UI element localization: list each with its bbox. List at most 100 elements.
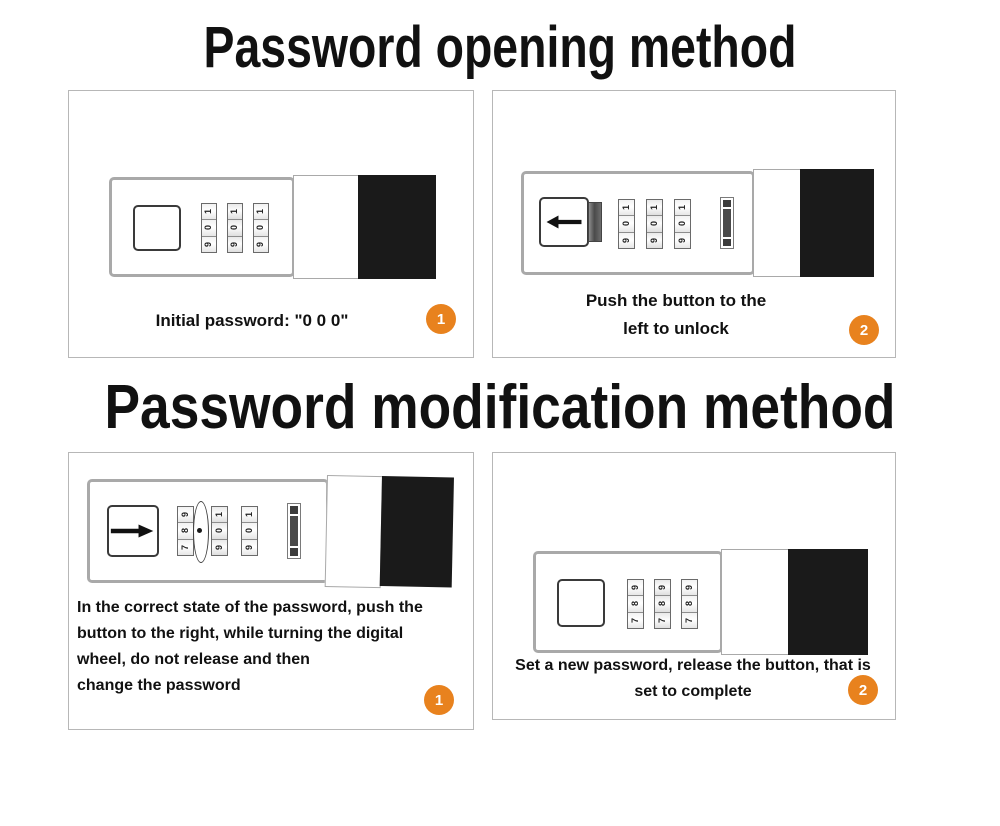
dial-cell: 1 bbox=[647, 200, 662, 217]
section-heading-password-opening: Password opening method bbox=[203, 15, 797, 80]
lock-black-tip bbox=[788, 549, 868, 655]
dial-cell: 7 bbox=[628, 612, 643, 628]
dial-cell: 8 bbox=[682, 596, 697, 613]
panel-caption: Set a new password, release the button, … bbox=[503, 653, 883, 705]
slider-segment bbox=[290, 516, 298, 546]
dial-cell: 9 bbox=[628, 580, 643, 597]
dial-cell: 1 bbox=[202, 204, 216, 221]
digit-dial-3: 9 8 7 bbox=[681, 579, 698, 629]
lock-push-button bbox=[133, 205, 181, 251]
caption-line: wheel, do not release and then bbox=[77, 650, 310, 668]
dial-cell: 1 bbox=[254, 204, 268, 221]
arrow-right-icon bbox=[109, 507, 157, 555]
digit-dial-2: 1 0 9 bbox=[646, 199, 663, 249]
digit-dial-3: 1 0 9 bbox=[253, 203, 269, 253]
dial-cell: 7 bbox=[655, 612, 670, 628]
lock-black-tip bbox=[800, 169, 874, 277]
dial-cell: 9 bbox=[655, 580, 670, 597]
lock-push-button bbox=[539, 197, 589, 247]
digit-dial-3: 1 0 9 bbox=[241, 506, 258, 556]
slider-segment bbox=[723, 209, 731, 237]
lock-sliding-bar bbox=[293, 175, 359, 279]
lock-black-tip bbox=[358, 175, 436, 279]
dial-cell: 0 bbox=[647, 216, 662, 233]
dial-cell: 1 bbox=[675, 200, 690, 217]
dial-cell: 1 bbox=[212, 507, 227, 524]
lock-sliding-bar bbox=[324, 475, 383, 589]
dial-cell: 9 bbox=[202, 236, 216, 252]
dial-cell: 9 bbox=[682, 580, 697, 597]
arrow-left-icon bbox=[541, 199, 587, 245]
caption-line: change the password bbox=[77, 676, 241, 694]
lock-illustration-4: 9 8 7 9 8 7 9 8 7 bbox=[533, 549, 868, 655]
step-badge: 1 bbox=[424, 685, 454, 715]
caption-line: Initial password: "0 0 0" bbox=[155, 311, 349, 330]
dial-cell: 1 bbox=[242, 507, 257, 524]
digit-dial-2: 1 0 9 bbox=[211, 506, 228, 556]
panel-caption: Push the button to the left to unlock bbox=[511, 287, 841, 342]
lock-illustration-3: 9 8 7 1 0 9 1 0 9 bbox=[87, 475, 454, 589]
caption-line: button to the right, while turning the d… bbox=[77, 624, 404, 642]
lock-illustration-1: 1 0 9 1 0 9 1 0 9 bbox=[109, 175, 436, 279]
step-badge: 1 bbox=[426, 304, 456, 334]
section-heading-password-modification: Password modification method bbox=[104, 373, 896, 442]
lock-sliding-bar bbox=[753, 169, 801, 277]
button-side-tab bbox=[588, 202, 602, 242]
panel-opening-step-1: 1 0 9 1 0 9 1 0 9 Initial password: "0 0… bbox=[68, 90, 474, 358]
dial-cell: 0 bbox=[619, 216, 634, 233]
digit-dial-2: 1 0 9 bbox=[227, 203, 243, 253]
caption-line: left to unlock bbox=[623, 318, 729, 338]
caption-line: set to complete bbox=[634, 682, 752, 700]
dial-cell: 9 bbox=[212, 539, 227, 555]
arrow-left-svg bbox=[546, 215, 582, 229]
dial-cell: 0 bbox=[242, 523, 257, 540]
step-badge: 2 bbox=[848, 675, 878, 705]
caption-line: Push the button to the bbox=[585, 291, 767, 310]
slider-segment bbox=[290, 548, 298, 556]
lock-illustration-2: 1 0 9 1 0 9 1 0 9 bbox=[521, 169, 874, 277]
panel-caption: In the correct state of the password, pu… bbox=[77, 595, 469, 699]
dial-cell: 0 bbox=[212, 523, 227, 540]
lock-push-button bbox=[557, 579, 605, 627]
panel-caption: Initial password: "0 0 0" bbox=[87, 307, 417, 335]
lock-sliding-bar bbox=[721, 549, 789, 655]
step-badge: 2 bbox=[849, 315, 879, 345]
dial-cell: 8 bbox=[628, 596, 643, 613]
dial-cell: 7 bbox=[178, 539, 193, 555]
caption-line: In the correct state of the password, pu… bbox=[77, 599, 423, 616]
dial-cell: 9 bbox=[228, 236, 242, 252]
dial-cell: 7 bbox=[682, 612, 697, 628]
dial-cell: 0 bbox=[675, 216, 690, 233]
dial-cell: 0 bbox=[202, 220, 216, 237]
dial-cell: 8 bbox=[655, 596, 670, 613]
slider-segment bbox=[290, 506, 298, 514]
dial-cell: 1 bbox=[228, 204, 242, 221]
rotation-indicator-dot bbox=[197, 528, 202, 533]
panel-opening-step-2: 1 0 9 1 0 9 1 0 9 Push the button to the bbox=[492, 90, 896, 358]
slider-segment bbox=[723, 200, 731, 207]
dial-cell: 9 bbox=[647, 232, 662, 248]
digit-dial-1: 1 0 9 bbox=[618, 199, 635, 249]
arrow-right-svg bbox=[110, 524, 154, 538]
digit-dial-1: 9 8 7 bbox=[177, 506, 194, 556]
dial-cell: 9 bbox=[675, 232, 690, 248]
lock-slider-switch bbox=[287, 503, 301, 559]
dial-cell: 0 bbox=[254, 220, 268, 237]
dial-cell: 9 bbox=[619, 232, 634, 248]
lock-slider-switch bbox=[720, 197, 734, 249]
panel-modification-step-2: 9 8 7 9 8 7 9 8 7 Set a new password, re… bbox=[492, 452, 896, 720]
dial-cell: 8 bbox=[178, 523, 193, 540]
dial-cell: 9 bbox=[242, 539, 257, 555]
lock-push-button bbox=[107, 505, 159, 557]
panel-modification-step-1: 9 8 7 1 0 9 1 0 9 In the c bbox=[68, 452, 474, 730]
lock-black-tip bbox=[379, 476, 454, 588]
digit-dial-1: 1 0 9 bbox=[201, 203, 217, 253]
digit-dial-2: 9 8 7 bbox=[654, 579, 671, 629]
dial-cell: 9 bbox=[178, 507, 193, 524]
digit-dial-1: 9 8 7 bbox=[627, 579, 644, 629]
slider-segment bbox=[723, 239, 731, 246]
caption-line: Set a new password, release the button, … bbox=[515, 657, 871, 674]
rotation-indicator-icon bbox=[193, 501, 209, 563]
dial-cell: 0 bbox=[228, 220, 242, 237]
